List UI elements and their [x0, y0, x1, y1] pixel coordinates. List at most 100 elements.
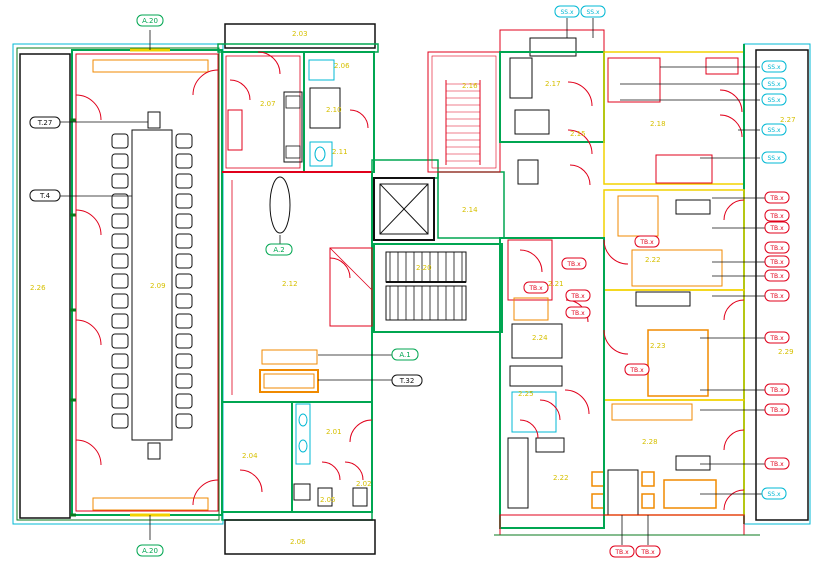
chair [175, 373, 193, 389]
table-chairs [111, 133, 193, 429]
svg-text:TB.x: TB.x [566, 261, 581, 268]
svg-text:TB.x: TB.x [570, 310, 585, 317]
room-label: 2.05 [320, 496, 336, 504]
svg-text:SS.x: SS.x [767, 81, 781, 88]
svg-text:TB.x: TB.x [769, 225, 784, 232]
svg-text:SS.x: SS.x [560, 9, 574, 16]
chair [111, 253, 129, 269]
svg-text:TB.x: TB.x [640, 549, 655, 556]
svg-text:SS.x: SS.x [767, 127, 781, 134]
room-label: 2.10 [326, 106, 342, 114]
svg-text:TB.x: TB.x [769, 407, 784, 414]
chair [111, 353, 129, 369]
svg-text:A.1: A.1 [399, 351, 410, 359]
room-label: 2.16 [462, 82, 478, 90]
chair [175, 233, 193, 249]
left-wall-doors [75, 69, 219, 506]
chair [111, 293, 129, 309]
tag-tb-mid: TB.x [624, 363, 650, 376]
room-label: 2.15 [570, 130, 586, 138]
room-label: 2.21 [548, 280, 564, 288]
chair [111, 333, 129, 349]
svg-text:TB.x: TB.x [769, 259, 784, 266]
room-label: 2.14 [462, 206, 478, 214]
chair [175, 333, 193, 349]
chair [175, 173, 193, 189]
svg-text:TB.x: TB.x [639, 239, 654, 246]
chair [111, 133, 129, 149]
room-labels: 2.26 2.03 2.06 2.07 2.09 2.10 2.11 2.12 … [30, 30, 796, 546]
tag-a20-top: A.20 [136, 14, 164, 27]
room-label: 2.04 [242, 452, 258, 460]
svg-text:A.20: A.20 [142, 547, 158, 555]
room-label: 2.18 [650, 120, 666, 128]
room-label: 2.06 [290, 538, 306, 546]
chair [111, 173, 129, 189]
svg-text:TB.x: TB.x [769, 335, 784, 342]
svg-text:TB.x: TB.x [570, 293, 585, 300]
stair-steps [389, 252, 463, 320]
svg-text:T.32: T.32 [399, 377, 415, 385]
tag-t32: T.32 [391, 374, 423, 387]
room-label: 2.20 [416, 264, 432, 272]
svg-text:TB.x: TB.x [769, 293, 784, 300]
room-label: 2.12 [282, 280, 298, 288]
svg-text:SS.x: SS.x [767, 491, 781, 498]
svg-text:TB.x: TB.x [769, 245, 784, 252]
svg-text:A.20: A.20 [142, 17, 158, 25]
room-label: 2.23 [650, 342, 666, 350]
svg-text:TB.x: TB.x [629, 367, 644, 374]
chair [111, 193, 129, 209]
room-label: 2.01 [326, 428, 342, 436]
right-wing [494, 29, 811, 536]
chair [111, 393, 129, 409]
chair [111, 213, 129, 229]
room-label: 2.11 [332, 148, 348, 156]
left-center-block [217, 23, 379, 555]
svg-text:TB.x: TB.x [614, 549, 629, 556]
svg-text:T.27: T.27 [37, 119, 53, 127]
tag-a2: A.2 [265, 243, 293, 256]
chair [111, 153, 129, 169]
chair [175, 393, 193, 409]
conference-table [131, 111, 173, 460]
room-label: 2.27 [780, 116, 796, 124]
tag-t4: T.4 [29, 189, 61, 202]
room-label: 2.17 [545, 80, 561, 88]
chair [175, 313, 193, 329]
chair [175, 193, 193, 209]
room-label: 2.03 [292, 30, 308, 38]
svg-text:T.4: T.4 [39, 192, 51, 200]
left-center-doors [229, 51, 373, 493]
room-label: 2.02 [356, 480, 372, 488]
room-label: 2.26 [30, 284, 46, 292]
svg-text:TB.x: TB.x [769, 195, 784, 202]
svg-text:SS.x: SS.x [767, 155, 781, 162]
room-label: 2.09 [150, 282, 166, 290]
tag-t27: T.27 [29, 116, 61, 129]
room-label: 2.22 [553, 474, 569, 482]
chair [111, 413, 129, 429]
tag-ss: SS.x SS.x SS.x SS.x SS.x SS.x SS.x SS.x [554, 5, 787, 500]
chair [111, 273, 129, 289]
tag-tb: TB.x TB.x TB.x TB.x TB.x TB.x TB.x TB.x … [523, 191, 790, 558]
leader-lines [60, 18, 765, 545]
room-label: 2.22 [645, 256, 661, 264]
room-label: 2.28 [642, 438, 658, 446]
stair-steps-top [446, 83, 480, 162]
chair [175, 353, 193, 369]
room-label: 2.29 [778, 348, 794, 356]
svg-text:TB.x: TB.x [528, 285, 543, 292]
tag-a20-bottom: A.20 [136, 544, 164, 557]
chair [175, 253, 193, 269]
svg-text:SS.x: SS.x [767, 97, 781, 104]
chair [175, 153, 193, 169]
room-label: 2.06 [334, 62, 350, 70]
chair [175, 133, 193, 149]
chair [175, 293, 193, 309]
tag-a1: A.1 [391, 348, 419, 361]
right-wing-doors [519, 81, 745, 511]
svg-text:TB.x: TB.x [769, 387, 784, 394]
chair [175, 273, 193, 289]
